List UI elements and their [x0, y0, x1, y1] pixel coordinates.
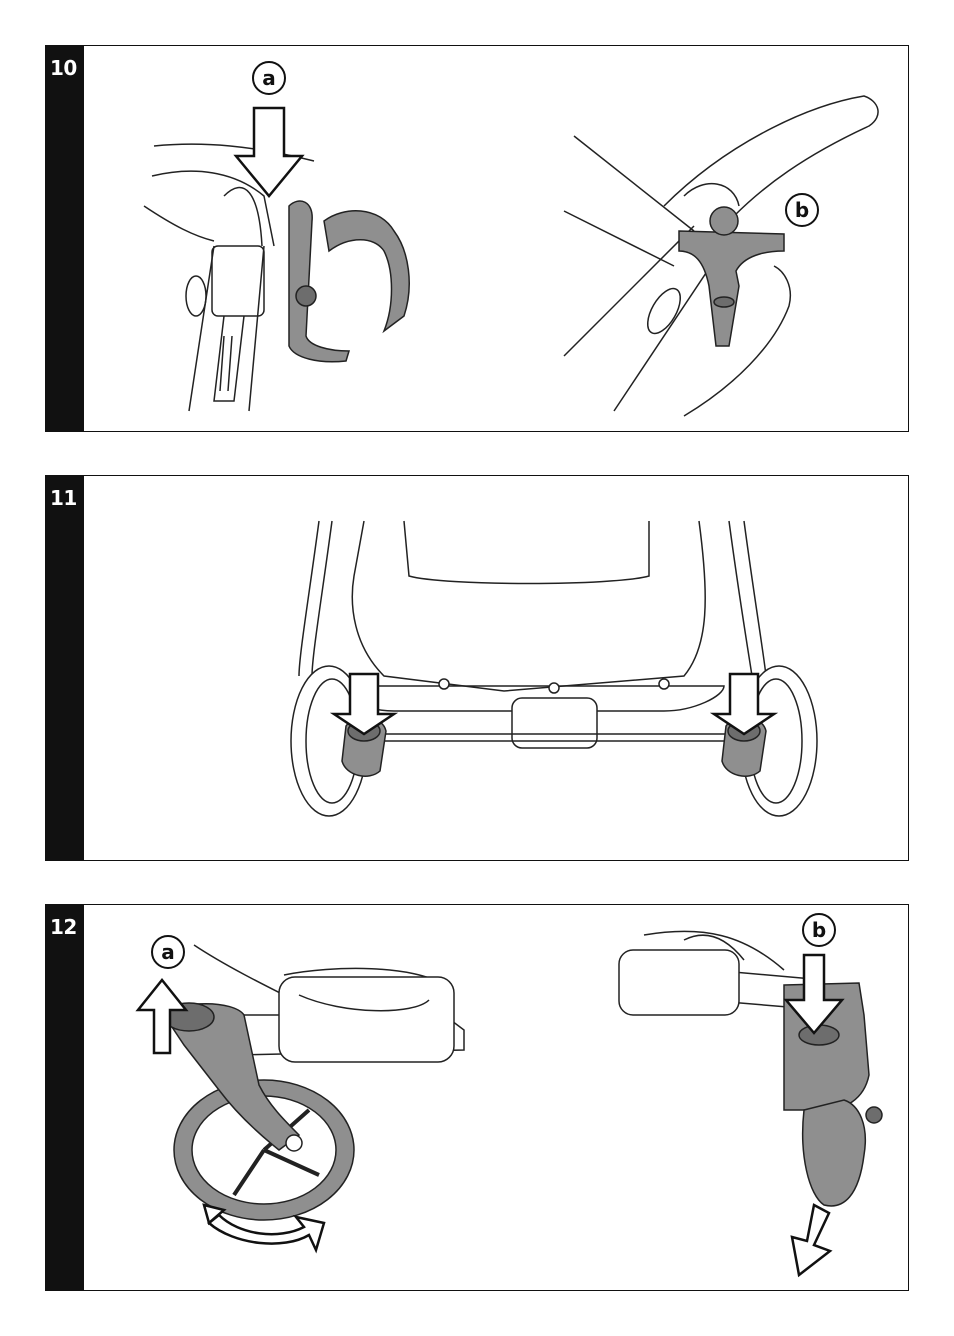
step-10-panel: 10 a — [45, 45, 909, 432]
step-10-tab: 10 — [46, 46, 84, 431]
step-12-tab: 12 — [46, 905, 84, 1290]
step-12-panel: 12 a — [45, 904, 909, 1291]
pull-down-arrow-icon — [792, 1205, 830, 1275]
svg-text:a: a — [262, 66, 276, 90]
bottle-holder-clip — [289, 201, 409, 362]
step-11-panel: 11 — [45, 475, 909, 861]
step-11-tab: 11 — [46, 476, 84, 860]
step-10-number: 10 — [50, 56, 77, 80]
step-12-number: 12 — [50, 915, 77, 939]
svg-text:a: a — [161, 940, 175, 964]
callout-b-12: b — [803, 914, 835, 946]
step-12-illustration: a b — [84, 905, 908, 1290]
callout-b-10: b — [786, 194, 818, 226]
press-down-arrow-icon — [236, 108, 302, 196]
svg-text:b: b — [795, 198, 809, 222]
step-11-number: 11 — [50, 486, 77, 510]
svg-text:b: b — [812, 918, 826, 942]
callout-a-12: a — [152, 936, 184, 968]
step-10-illustration: a b — [84, 46, 908, 431]
callout-a-10: a — [253, 62, 285, 94]
step-11-illustration — [84, 476, 908, 860]
bottle-holder-stem — [679, 207, 784, 346]
